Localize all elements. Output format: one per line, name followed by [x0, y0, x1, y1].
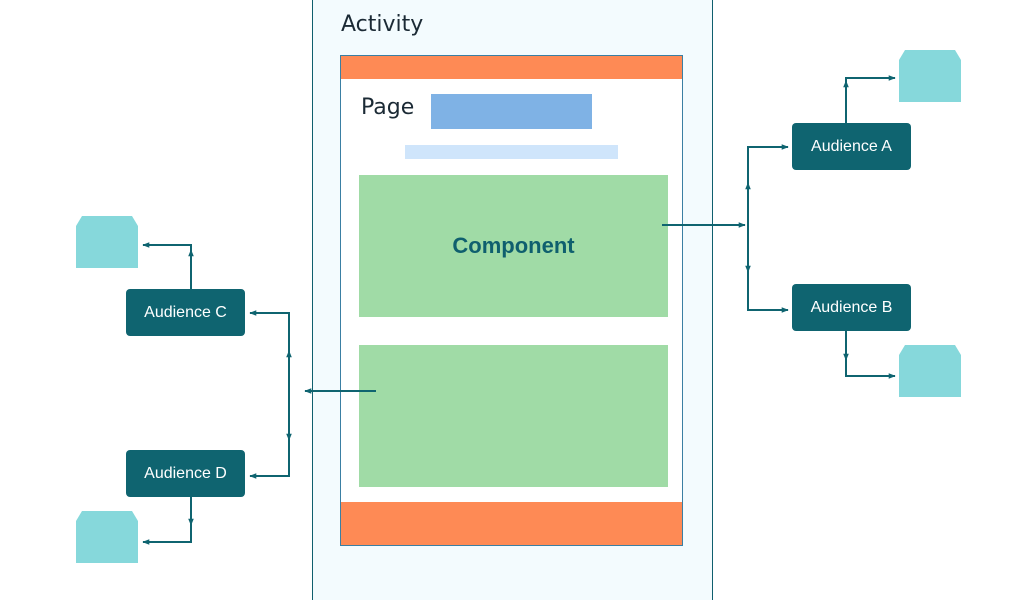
audience-c-label: Audience C	[144, 303, 227, 321]
page-bottom-bar	[341, 502, 682, 545]
target-shape-a	[899, 50, 961, 102]
connector-audience-c-to-target	[142, 242, 192, 262]
component-block-bottom	[359, 345, 668, 487]
connector-to-audience-b	[747, 272, 789, 313]
connector-to-audience-c	[249, 310, 290, 351]
page-label: Page	[361, 95, 415, 120]
audience-b-label: Audience B	[810, 298, 893, 316]
audience-a-label: Audience A	[811, 137, 892, 155]
target-shape-c	[76, 216, 138, 268]
audience-d-node: Audience D	[126, 450, 245, 497]
audience-b-node: Audience B	[792, 284, 911, 331]
audience-c-node: Audience C	[126, 289, 245, 336]
connector-audience-a-to-target	[845, 75, 896, 81]
component-block-top: Component	[359, 175, 668, 317]
target-shape-b	[899, 345, 961, 397]
audience-a-node: Audience A	[792, 123, 911, 170]
activity-label: Activity	[341, 12, 424, 37]
connector-to-audience-d	[249, 440, 290, 479]
target-shape-d	[76, 511, 138, 563]
page-title-placeholder	[431, 94, 592, 129]
page-top-bar	[341, 56, 682, 79]
component-label: Component	[452, 233, 575, 258]
connector-audience-d-to-target	[142, 510, 192, 545]
audience-d-label: Audience D	[144, 464, 227, 482]
connector-audience-b-to-target	[845, 360, 896, 379]
page-subtitle-placeholder	[405, 145, 618, 159]
connector-to-audience-a	[747, 144, 789, 183]
